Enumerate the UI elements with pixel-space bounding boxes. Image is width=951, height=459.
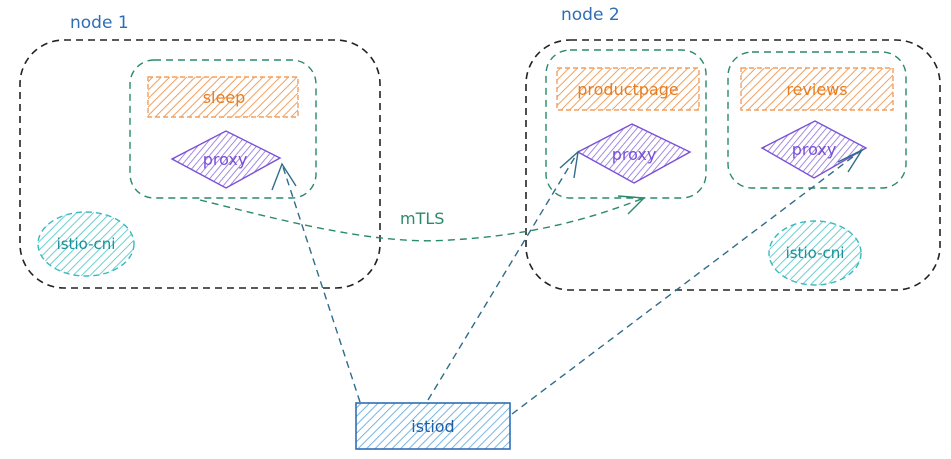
productpage-app-box — [556, 67, 700, 111]
sleep-proxy-arrowhead — [271, 162, 297, 191]
node-2-label: node 2 — [561, 5, 620, 25]
node-1-boundary — [19, 39, 381, 289]
mtls-line — [199, 197, 645, 242]
reviews-app-box — [740, 67, 894, 111]
node-1-label: node 1 — [70, 13, 129, 33]
sleep-app-label: sleep — [203, 88, 246, 107]
productpage-proxy-arrowhead — [559, 150, 579, 179]
mtls-connection: mTLS — [199, 195, 646, 242]
istiod-to-productpage-proxy-line — [427, 151, 579, 401]
pod-productpage-boundary — [545, 49, 707, 199]
pod-sleep-boundary — [129, 59, 317, 199]
sleep-app-box — [147, 76, 299, 118]
sleep-proxy-diamond — [170, 130, 282, 189]
istio-cni-node-1-label: istio-cni — [57, 235, 116, 253]
reviews-proxy-diamond — [760, 120, 868, 179]
istio-cni-node-1-shape — [37, 211, 135, 277]
control-connections — [271, 148, 864, 415]
pod-reviews-boundary — [727, 51, 907, 189]
mtls-label: mTLS — [400, 209, 444, 228]
node-2: node 2 — [525, 5, 941, 291]
reviews-proxy-label: proxy — [792, 140, 837, 159]
node-1: node 1 — [19, 13, 381, 289]
reviews-proxy-arrowhead — [837, 148, 864, 173]
productpage-app-label: productpage — [577, 80, 679, 99]
pod-sleep: sleep proxy — [129, 59, 317, 199]
istio-cni-node-2-label: istio-cni — [786, 244, 845, 262]
mtls-arrowhead — [617, 195, 646, 215]
sleep-proxy-label: proxy — [203, 150, 248, 169]
pod-productpage: productpage proxy — [545, 49, 707, 199]
reviews-app-label: reviews — [786, 80, 847, 99]
istio-cni-node-2-shape — [768, 220, 862, 286]
istiod-label: istiod — [411, 417, 454, 436]
node-2-boundary — [525, 39, 941, 291]
istiod: istiod — [355, 402, 511, 450]
pod-reviews: reviews proxy — [727, 51, 907, 189]
istio-cni-node-2: istio-cni — [768, 220, 862, 286]
productpage-proxy-diamond — [576, 123, 692, 184]
istiod-to-sleep-proxy-line — [281, 163, 361, 403]
istiod-to-reviews-proxy-line — [511, 149, 863, 415]
productpage-proxy-label: proxy — [612, 145, 657, 164]
istio-cni-node-1: istio-cni — [37, 211, 135, 277]
istiod-box — [355, 402, 511, 450]
